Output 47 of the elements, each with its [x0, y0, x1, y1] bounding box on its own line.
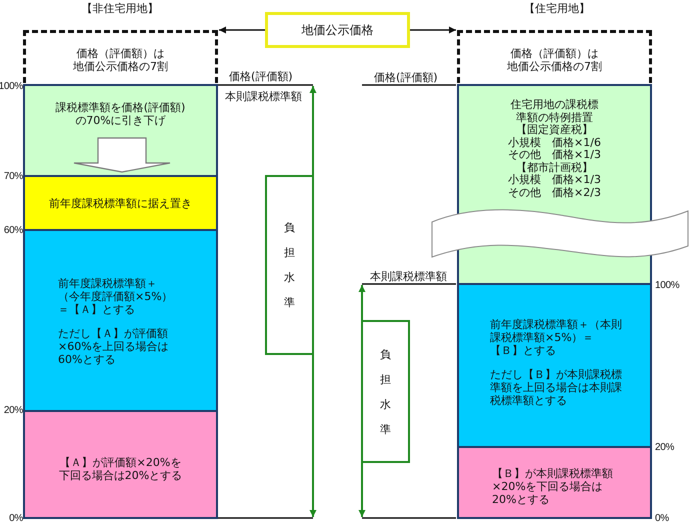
- percent-label: 0%: [655, 512, 669, 525]
- tax-band: [457, 446, 652, 519]
- band-text: 住宅用地の課税標準額の特例措置: [510, 99, 600, 124]
- band-text: ただし【Ａ】が評価額×60%を上回る場合は60%とする: [58, 327, 170, 366]
- percent-label: 20%: [655, 441, 674, 454]
- band-text: 【Ｂ】が本則課税標準額×20%を下回る場合は20%とする: [492, 467, 614, 506]
- percent-label: 60%: [4, 224, 23, 237]
- frame-note: 価格（評価額）は地価公示価格の7割: [72, 47, 169, 73]
- column-heading: 【住宅用地】: [524, 2, 590, 15]
- frame-note: 価格（評価額）は地価公示価格の7割: [506, 47, 603, 73]
- price-box: [265, 12, 410, 48]
- dashed-frame: [23, 30, 218, 83]
- band-text: ただし【Ｂ】が本則課税標準額を上回る場合は本則課税標準額とする: [490, 368, 623, 407]
- band-text: 前年度課税標準額に据え置き: [49, 197, 192, 210]
- band-text: 課税標準額を価格(評価額)の70%に引き下げ: [54, 101, 186, 127]
- band-text: 前年度課税標準額＋（今年度評価額×5%）＝【Ａ】とする: [58, 277, 174, 316]
- level-label: 価格(評価額): [374, 71, 438, 84]
- band-text: その他 価格×2/3: [508, 186, 601, 199]
- tax-band: [23, 84, 218, 178]
- box-label: 地価公示価格: [302, 24, 374, 36]
- band-text: 小規模 価格×1/3: [508, 174, 601, 186]
- band-text: 小規模 価格×1/6: [508, 136, 601, 149]
- tax-band: [23, 410, 218, 519]
- percent-label: 20%: [4, 404, 23, 417]
- band-text: 【Ａ】が評価額×20%を下回る場合は20%とする: [58, 456, 184, 482]
- band-text: 【固定資産税】: [516, 124, 593, 136]
- vertical-label: 負担水準: [284, 220, 296, 311]
- band-text: 【都市計画税】: [516, 162, 593, 174]
- column-heading: 【非住宅用地】: [82, 2, 158, 15]
- level-label: 価格(評価額): [229, 70, 293, 83]
- percent-label: 100%: [655, 279, 680, 292]
- percent-label: 70%: [4, 170, 23, 183]
- vertical-label: 負担水準: [380, 346, 392, 438]
- tax-band: [23, 175, 218, 231]
- band-text: その他 価格×1/3: [508, 149, 601, 162]
- tax-band: [23, 229, 218, 412]
- dashed-frame: [457, 30, 652, 83]
- burden-level-box: [265, 175, 314, 355]
- level-label: 本則課税標準額: [370, 270, 447, 283]
- arrow: [219, 26, 265, 34]
- break-mark: [432, 209, 688, 258]
- level-label: 本則課税標準額: [225, 90, 302, 103]
- burden-level-box: [361, 320, 410, 463]
- tax-band: [457, 283, 652, 448]
- band-text: 前年度課税標準額＋（本則課税標準額×5%）＝【Ｂ】とする: [490, 318, 623, 357]
- percent-label: 0%: [9, 512, 23, 525]
- arrow: [410, 26, 456, 34]
